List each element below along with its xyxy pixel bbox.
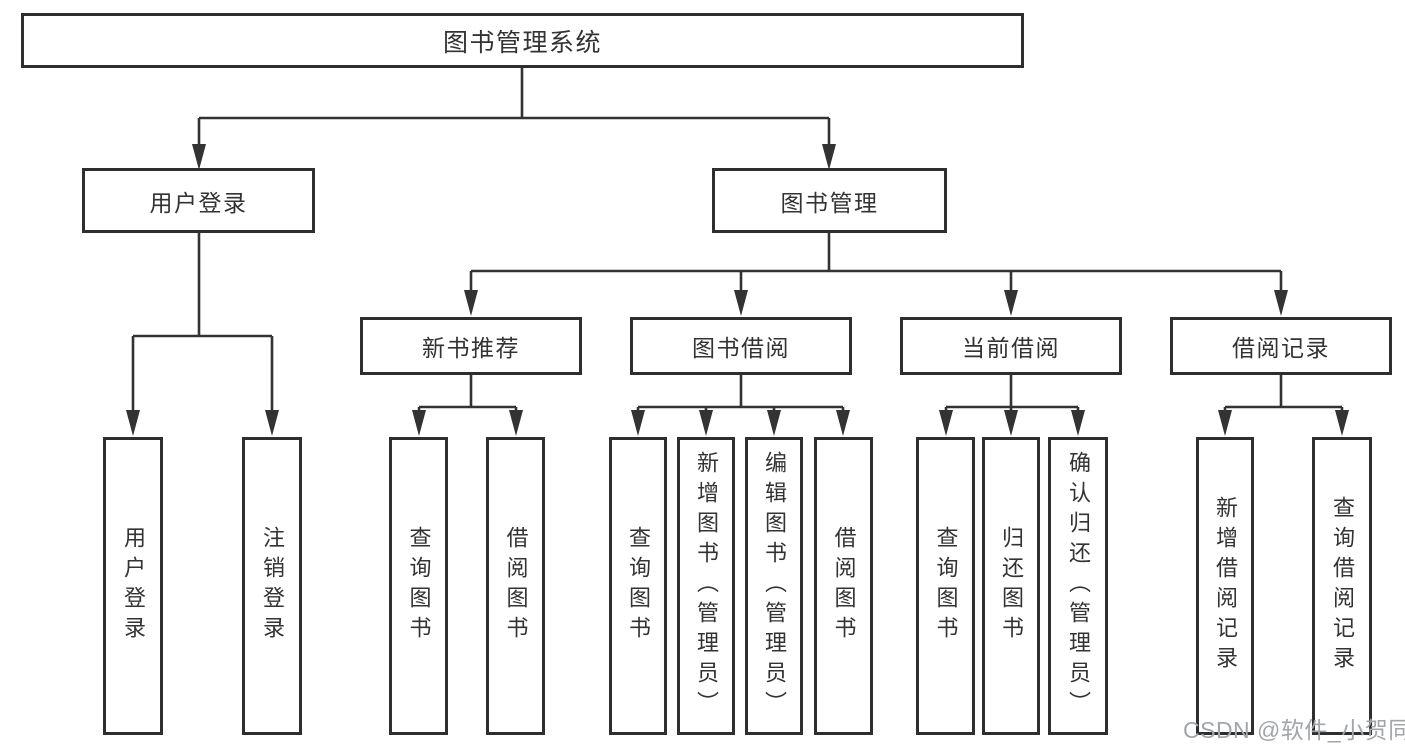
node-book-management: 图书管理	[712, 168, 947, 233]
node-book-borrow: 图书借阅	[630, 317, 852, 375]
arrowhead	[126, 410, 140, 436]
arrowhead	[265, 410, 279, 436]
node-label: 查询图书	[626, 526, 651, 646]
connector-bookborrow-to-leaves	[636, 375, 845, 414]
arrowhead	[509, 410, 523, 436]
arrowhead	[1071, 410, 1085, 436]
arrowhead	[1004, 290, 1018, 316]
arrowhead	[1274, 290, 1288, 316]
node-label: 图书管理系统	[442, 28, 602, 57]
node-leaf-borrow-edit-admin: 编辑图书（管理员）	[745, 437, 803, 735]
node-label: 查询图书	[933, 526, 959, 646]
connector-borrowrecord-to-leaves	[1223, 375, 1344, 414]
connector-bookmgmt-to-level3	[469, 233, 1283, 292]
node-leaf-newbook-borrow: 借阅图书	[486, 437, 545, 735]
connector-newbook-to-leaves	[417, 375, 518, 414]
node-label: 用户登录	[121, 526, 146, 646]
arrowhead	[822, 144, 836, 170]
node-new-book-recommend: 新书推荐	[360, 317, 582, 375]
arrowhead	[939, 410, 953, 436]
node-leaf-current-confirm-admin: 确认归还（管理员）	[1048, 437, 1108, 735]
arrowhead	[1218, 410, 1232, 436]
node-label: 用户登录	[149, 189, 248, 216]
node-leaf-borrow-add-admin: 新增图书（管理员）	[677, 437, 735, 735]
node-leaf-borrow-borrow: 借阅图书	[814, 437, 873, 735]
node-label: 新书推荐	[422, 335, 520, 361]
node-label: 新增借阅记录	[1213, 496, 1238, 676]
node-leaf-record-add: 新增借阅记录	[1196, 437, 1254, 735]
connector-userlogin-to-leaves	[131, 233, 274, 412]
arrowhead	[192, 144, 206, 170]
node-label: 借阅记录	[1232, 335, 1330, 361]
node-label: 借阅图书	[503, 526, 529, 646]
node-label: 图书借阅	[692, 335, 790, 361]
arrowhead	[464, 290, 478, 316]
connector-currentborrow-to-leaves	[944, 375, 1080, 414]
node-leaf-borrow-query: 查询图书	[609, 437, 667, 735]
node-leaf-record-query: 查询借阅记录	[1312, 437, 1372, 735]
node-label: 编辑图书（管理员）	[762, 451, 787, 721]
node-label: 查询图书	[406, 526, 432, 646]
node-current-borrow: 当前借阅	[900, 317, 1122, 375]
csdn-watermark: CSDN @软件_小贺同学	[1183, 717, 1405, 743]
node-label: 借阅图书	[831, 526, 857, 646]
node-label: 图书管理	[780, 189, 879, 216]
node-leaf-newbook-query: 查询图书	[389, 437, 448, 735]
node-leaf-current-query: 查询图书	[916, 437, 975, 735]
node-leaf-current-return: 归还图书	[982, 437, 1040, 735]
arrowhead	[699, 410, 713, 436]
node-label: 查询借阅记录	[1330, 496, 1355, 676]
node-leaf-logout: 注销登录	[242, 437, 302, 735]
node-label: 确认归还（管理员）	[1066, 451, 1091, 721]
arrowhead	[1004, 410, 1018, 436]
arrowhead	[734, 290, 748, 316]
arrowhead	[1335, 410, 1349, 436]
node-label: 注销登录	[260, 526, 285, 646]
arrowhead	[836, 410, 850, 436]
arrowhead	[412, 410, 426, 436]
node-root-system: 图书管理系统	[21, 13, 1024, 68]
node-user-login: 用户登录	[82, 168, 315, 233]
arrowhead	[631, 410, 645, 436]
node-leaf-user-login: 用户登录	[103, 437, 163, 735]
node-borrow-record: 借阅记录	[1170, 317, 1392, 375]
arrowhead	[767, 410, 781, 436]
node-label: 当前借阅	[962, 335, 1060, 361]
connector-root-to-level2	[197, 68, 831, 146]
node-label: 归还图书	[999, 526, 1024, 646]
node-label: 新增图书（管理员）	[694, 451, 719, 721]
